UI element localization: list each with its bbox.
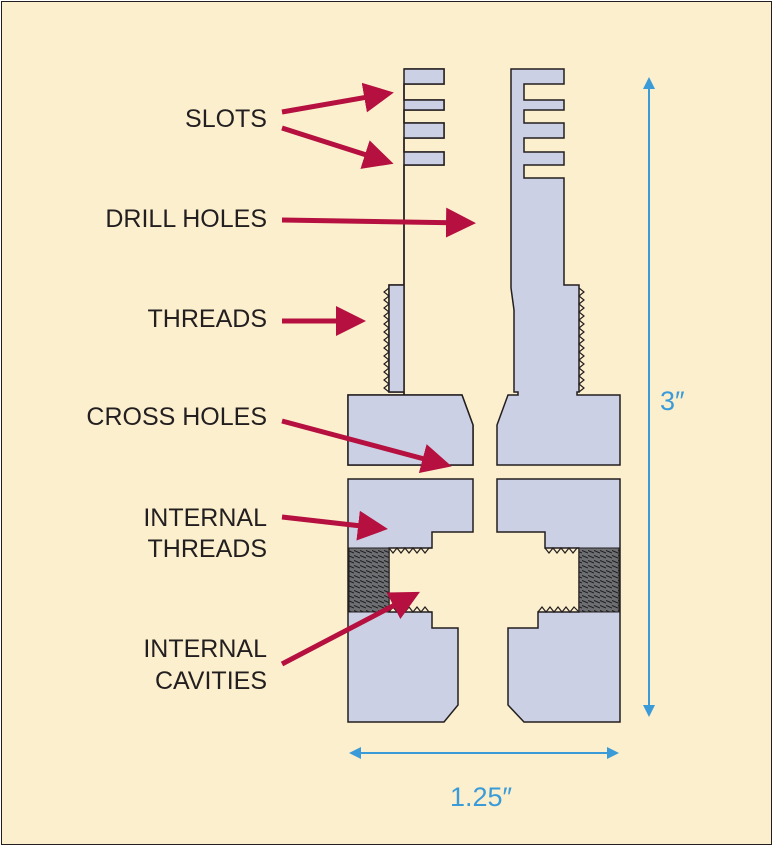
- thread-teeth-right-bottom: [537, 606, 580, 613]
- slots-arrow-lower: [281, 125, 394, 169]
- internal-threads-label-line1: INTERNAL: [143, 504, 267, 532]
- slots-label: SLOTS: [185, 105, 267, 133]
- internal-threads-right: [578, 547, 620, 613]
- thread-teeth-left-top: [388, 547, 432, 554]
- lower-right-half: [496, 478, 621, 723]
- drill-holes-arrow: [281, 207, 476, 238]
- cross-holes-label: CROSS HOLES: [86, 403, 267, 431]
- external-threads-left: [383, 287, 390, 393]
- height-dimension-label: 3″: [660, 386, 685, 416]
- thread-teeth-right-top: [544, 547, 579, 554]
- threads-label: THREADS: [147, 305, 267, 333]
- internal-cavities-label-line2: CAVITIES: [154, 667, 267, 695]
- drill-holes-label: DRILL HOLES: [105, 205, 267, 233]
- external-threads-right: [578, 287, 585, 393]
- internal-threads-arrow: [281, 510, 388, 541]
- upper-left-stem: [347, 68, 474, 466]
- internal-cavities-arrow: [280, 591, 420, 667]
- internal-cavities-label-line1: INTERNAL: [143, 635, 267, 663]
- internal-threads-label-line2: THREADS: [147, 535, 267, 563]
- slots-arrow-upper: [281, 82, 394, 115]
- upper-right-half: [496, 68, 621, 466]
- cross-holes-arrow: [281, 418, 452, 474]
- internal-threads-left: [348, 547, 390, 613]
- width-dimension-label: 1.25″: [450, 782, 513, 812]
